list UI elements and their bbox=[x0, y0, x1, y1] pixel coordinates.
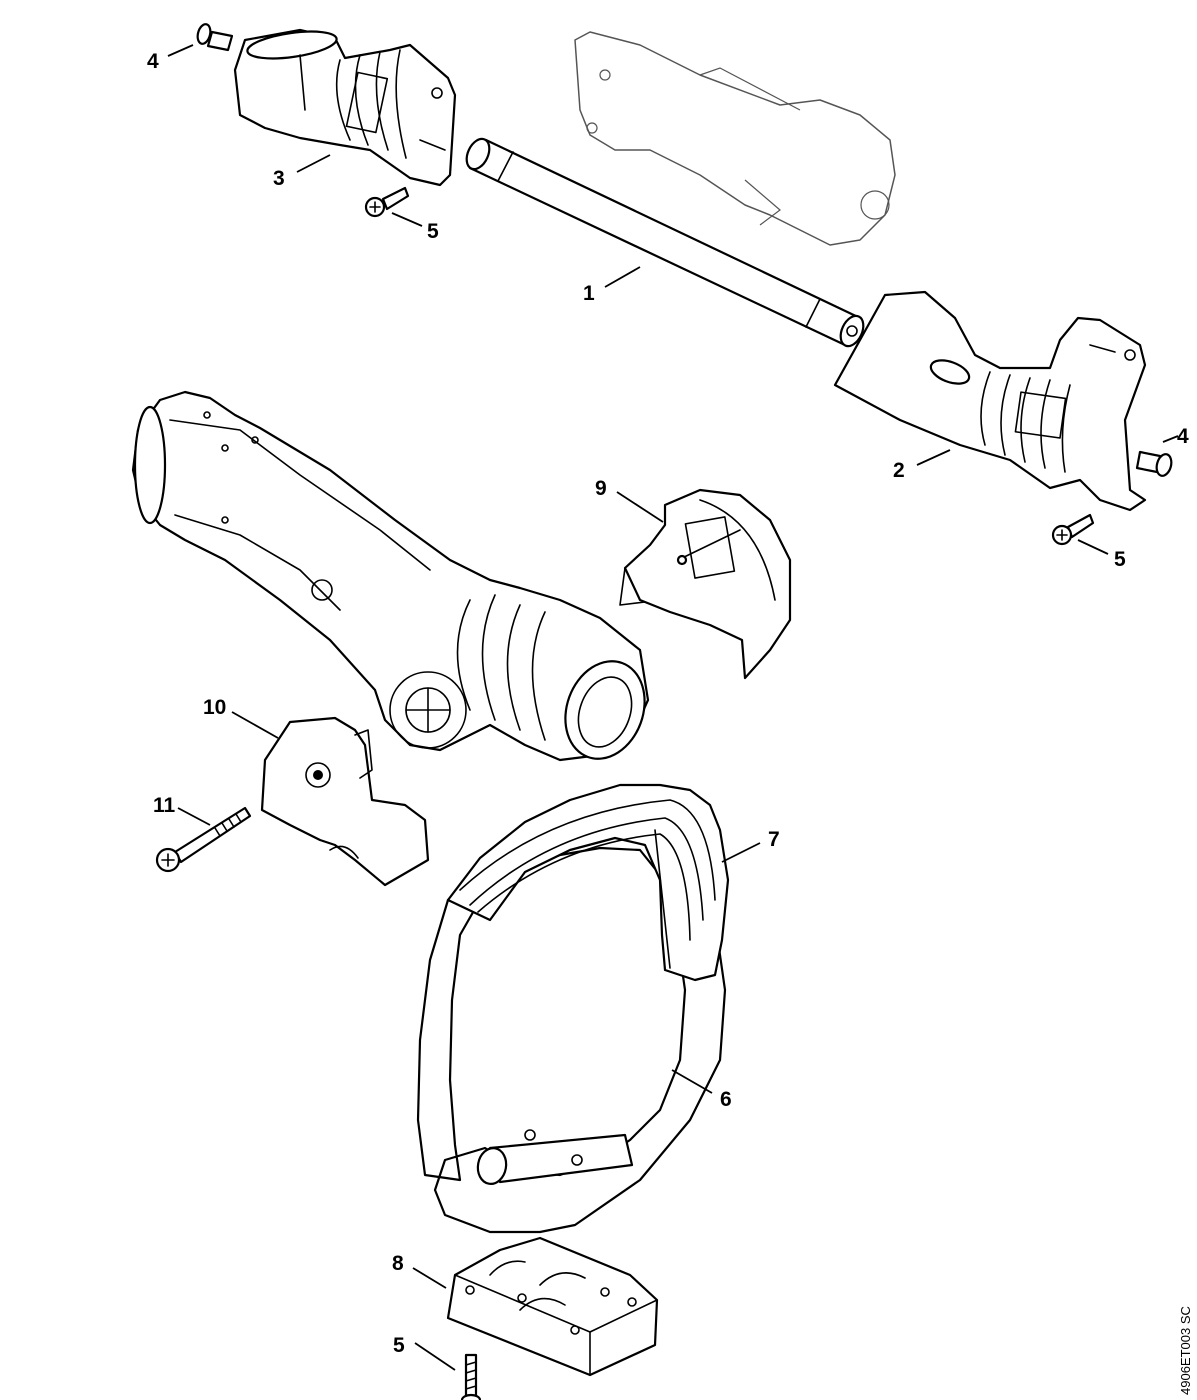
part-3-clamp-housing bbox=[233, 28, 457, 187]
leader-10 bbox=[231, 711, 279, 739]
grip-housing bbox=[131, 390, 650, 762]
leader-4-top bbox=[167, 44, 194, 57]
callout-2: 2 bbox=[893, 459, 905, 482]
callout-6: 6 bbox=[720, 1088, 732, 1111]
part-4-screw-top bbox=[196, 23, 234, 52]
part-5-screw-right bbox=[1051, 513, 1095, 546]
callout-4-right: 4 bbox=[1177, 425, 1189, 448]
leader-11 bbox=[177, 807, 211, 826]
callout-11: 11 bbox=[153, 794, 176, 817]
part-4-screw-right bbox=[1135, 450, 1173, 477]
callout-7: 7 bbox=[768, 828, 780, 851]
drawing-code: 4906ET003 SC bbox=[1178, 1306, 1193, 1395]
callout-5-top: 5 bbox=[427, 220, 439, 243]
leader-8 bbox=[412, 1267, 447, 1289]
callout-5-bottom: 5 bbox=[393, 1334, 405, 1357]
leader-2 bbox=[916, 449, 951, 466]
leader-7 bbox=[721, 842, 761, 863]
part-8-clamp-block bbox=[446, 1236, 659, 1377]
leader-1 bbox=[604, 266, 641, 288]
part-5-screw-top bbox=[364, 186, 410, 218]
leader-lines bbox=[167, 44, 1179, 1371]
leader-5-bottom bbox=[414, 1342, 456, 1371]
control-handle-ghost bbox=[574, 31, 896, 246]
callout-8: 8 bbox=[392, 1252, 404, 1275]
callout-4-top: 4 bbox=[147, 50, 159, 73]
part-10-handle-block bbox=[260, 716, 430, 887]
part-9-cover bbox=[619, 488, 792, 680]
leader-6 bbox=[671, 1069, 713, 1094]
callout-1: 1 bbox=[583, 282, 595, 305]
callout-5-right: 5 bbox=[1114, 548, 1126, 571]
leader-9 bbox=[616, 491, 664, 523]
leader-4-right bbox=[1162, 435, 1179, 443]
part-11-long-screw bbox=[155, 806, 252, 873]
leader-3 bbox=[296, 154, 331, 173]
leader-5-right bbox=[1077, 539, 1109, 555]
callout-3: 3 bbox=[273, 167, 285, 190]
part-1-tube bbox=[465, 137, 865, 348]
callout-10: 10 bbox=[203, 696, 226, 719]
part-7-grip-sleeve bbox=[446, 783, 730, 982]
callout-9: 9 bbox=[595, 477, 607, 500]
part-5-screw-bottom bbox=[460, 1353, 482, 1400]
leader-5-top bbox=[391, 212, 423, 227]
part-6-loop-handle bbox=[416, 806, 727, 1234]
part-2-clamp-housing bbox=[833, 290, 1147, 512]
callout-numbers: 1 2 3 4 4 5 5 5 6 7 8 9 10 11 bbox=[147, 50, 1189, 1357]
